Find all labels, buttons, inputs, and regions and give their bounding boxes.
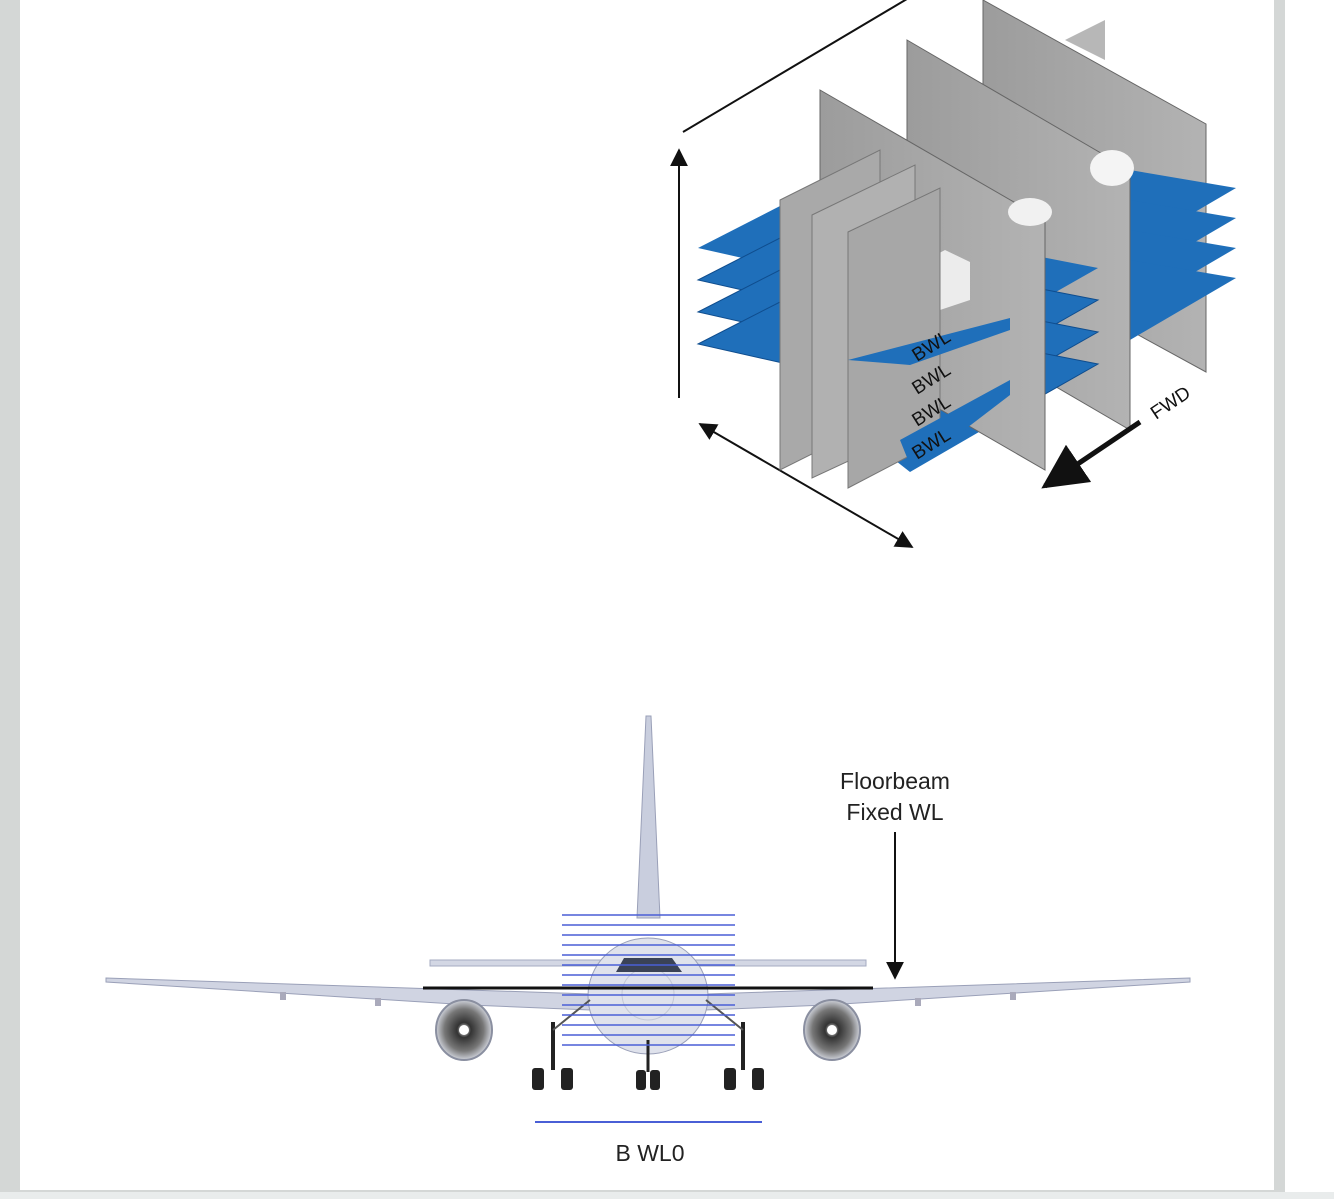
fwd-label: FWD	[1147, 383, 1195, 425]
fuselage-cutout	[1090, 150, 1134, 186]
fuselage-cutout	[1008, 198, 1052, 226]
floorbeam-callout: Floorbeam Fixed WL	[820, 766, 970, 828]
callout-line-2: Fixed WL	[820, 797, 970, 828]
flap-fairing	[280, 992, 286, 1000]
baseline-label: B WL0	[590, 1140, 710, 1167]
fwd-arrow-icon	[1045, 422, 1140, 486]
outline-top-edge	[683, 0, 912, 132]
flap-fairing	[1010, 992, 1016, 1000]
engine-spinner	[827, 1025, 837, 1035]
left-wing	[106, 978, 590, 1010]
vertical-stabilizer	[637, 716, 660, 918]
isometric-waterline-diagram: BWL BWL BWL BWL FWD	[679, 0, 1236, 547]
flap-fairing	[375, 998, 381, 1006]
callout-line-1: Floorbeam	[820, 766, 970, 797]
right-wing	[706, 978, 1190, 1010]
flap-fairing	[915, 998, 921, 1006]
engine-spinner	[459, 1025, 469, 1035]
aircraft-front-view	[106, 716, 1190, 1122]
